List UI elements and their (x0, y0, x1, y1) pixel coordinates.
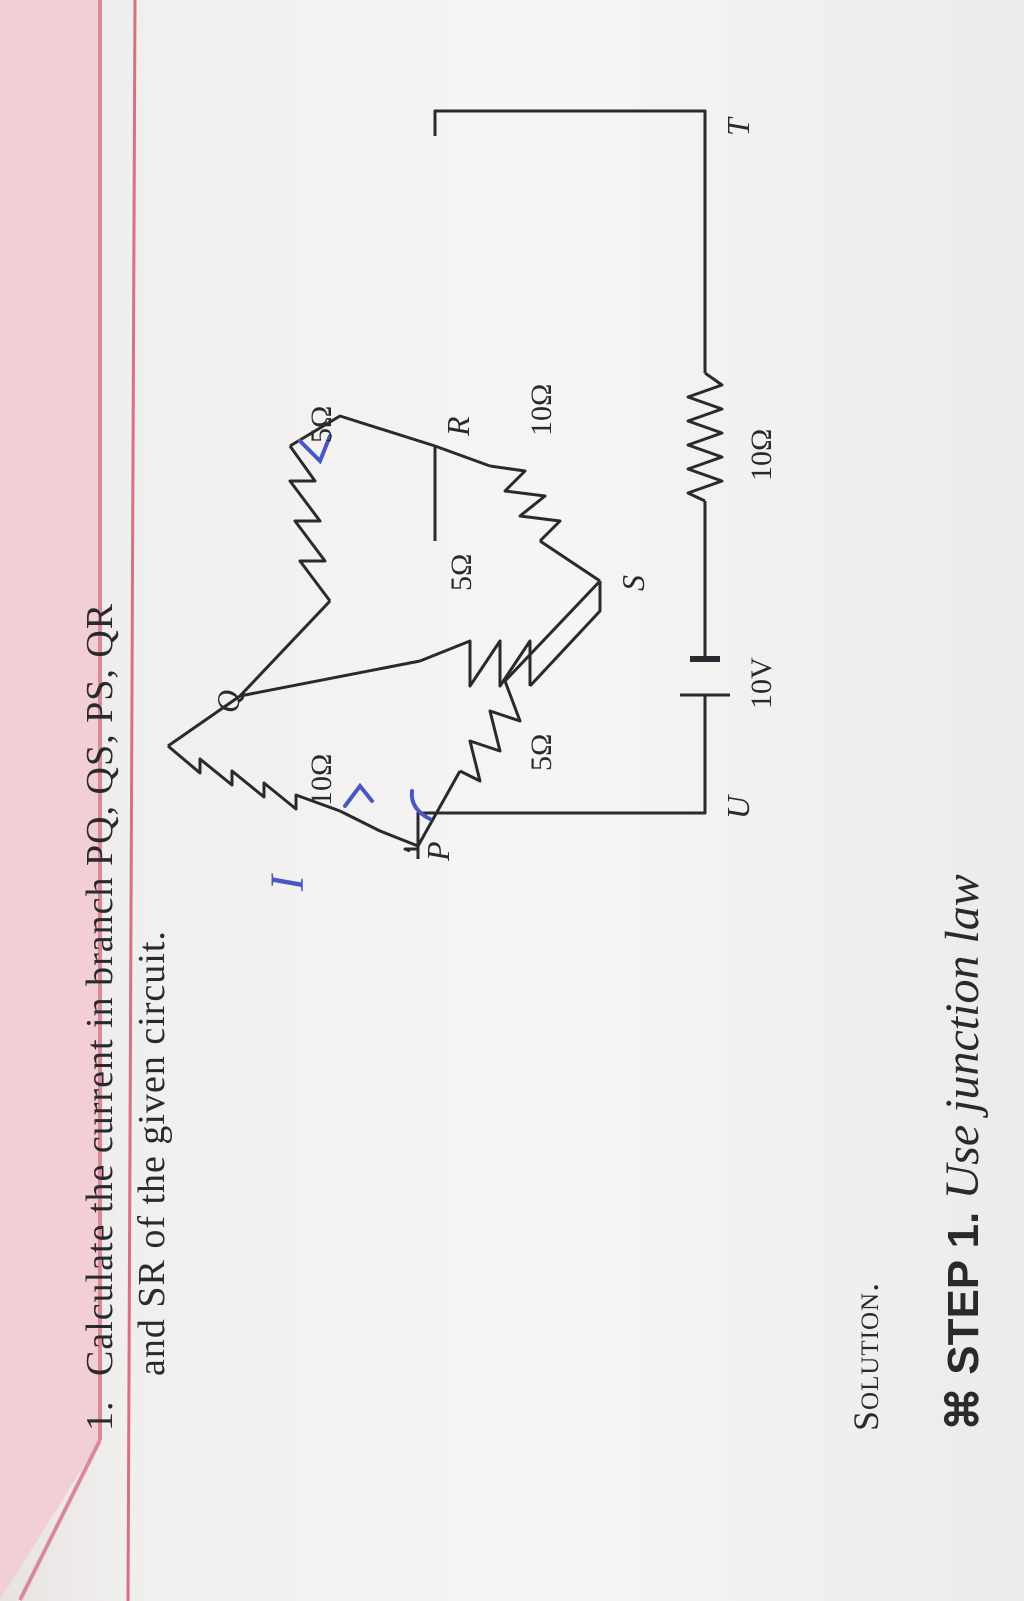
hand-arrow-qr (298, 434, 332, 465)
wire-sr-a (539, 539, 601, 583)
wire-t-loop (433, 109, 707, 373)
label-qs: 5Ω (445, 553, 478, 591)
solution-heading: Solution. (846, 1281, 886, 1431)
label-ut: 10Ω (745, 428, 778, 481)
wire-u-left (416, 695, 707, 859)
hand-arrow-pq (343, 782, 374, 808)
label-pq: 10Ω (305, 753, 338, 806)
label-battery: 10V (745, 657, 778, 709)
margin-rule (126, 0, 137, 1601)
resistor-qs (419, 639, 532, 688)
wire-qr-a (238, 599, 332, 698)
label-qr: 5Ω (305, 405, 338, 443)
wire-qs-b (528, 581, 602, 688)
label-ps: 5Ω (525, 733, 558, 771)
handwritten-current-label: I (261, 875, 314, 891)
hand-arrow-p (409, 789, 432, 821)
wire-pq-a (339, 809, 419, 848)
resistor-ut (686, 371, 724, 503)
resistor-qr (288, 445, 332, 602)
step-1-text: Use junction law (936, 874, 989, 1200)
resistor-sr (489, 464, 562, 543)
node-s-label: S (615, 575, 651, 591)
wire-pq-b (167, 694, 241, 748)
wire-p-stub (403, 847, 418, 853)
step-1: ⌘ STEP 1. Use junction law (935, 874, 990, 1431)
step-1-label: ⌘ STEP 1. (939, 1211, 988, 1431)
wire-sr-b (434, 444, 491, 468)
label-sr: 10Ω (525, 383, 558, 436)
pink-banner (0, 0, 100, 1600)
node-q-label: Q (210, 689, 246, 713)
banner-slant (18, 1439, 102, 1601)
wire-ps-a (416, 770, 462, 847)
resistor-ps (459, 680, 522, 783)
wire-qs-a (239, 659, 421, 698)
wire-ps-b (503, 579, 602, 683)
node-t-label: T (720, 118, 756, 136)
resistor-pq (167, 744, 341, 813)
wire-qr-b (289, 414, 436, 448)
node-r-label: R (440, 416, 476, 436)
node-p-label: P (420, 841, 456, 861)
node-u-label: U (720, 795, 756, 819)
